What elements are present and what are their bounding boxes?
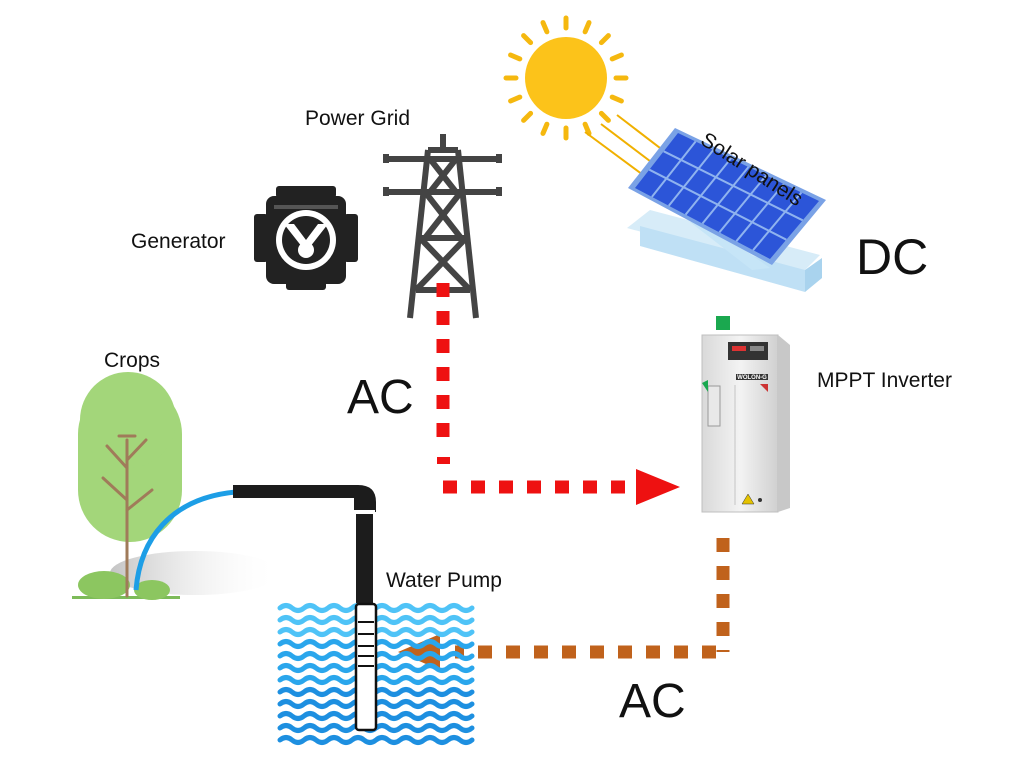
inverter-brand-label: WOLON-G [737,375,767,381]
crops-label: Crops [104,349,161,372]
submersible-pump-icon [354,602,378,732]
sun-ray [540,121,550,136]
transmission-tower-icon [383,134,502,319]
ac-grid-label: AC [347,371,414,424]
sun-ray [521,110,534,123]
sun-ray [598,33,611,46]
panel-grid-line [668,149,715,207]
grid-ac-dash [437,457,450,464]
sun-ray [540,20,550,35]
sun-ray [609,94,624,104]
solar-panel-icon [627,128,826,292]
tree-icon [72,372,280,600]
water-pump-label: Water Pump [386,569,502,592]
panel-grid-line [735,183,785,242]
generator-engine-icon [254,186,358,290]
dc-connection-indicator [716,316,730,330]
mppt-inverter-label: MPPT Inverter [817,369,952,392]
panel-grid-line [718,174,767,234]
power-grid-label: Power Grid [305,107,411,130]
grid-ac-arrow [636,469,680,505]
sun-icon [503,15,629,141]
inverter-icon [701,334,790,513]
sun-ray [598,110,611,123]
sun-ray [582,20,592,35]
sun-ray [582,121,592,136]
ac-pump-label: AC [619,675,686,728]
generator-label: Generator [131,230,226,253]
panel-grid-line [684,157,732,216]
sun-ray [609,52,624,62]
panel-grid-line [648,168,787,241]
pump-ac-connection [455,538,730,659]
panel-grid-line [752,191,803,251]
sun-ray [508,94,523,104]
panel-grid-line [701,166,750,225]
panel-grid-line [663,150,804,222]
water-wave-line [277,735,475,745]
dc-label: DC [856,229,929,285]
panel-grid-line [651,140,697,198]
irrigation-pipe [133,485,376,613]
sun-ray [521,33,534,46]
grid-ac-connection [436,283,625,494]
sun-ray [508,52,523,62]
